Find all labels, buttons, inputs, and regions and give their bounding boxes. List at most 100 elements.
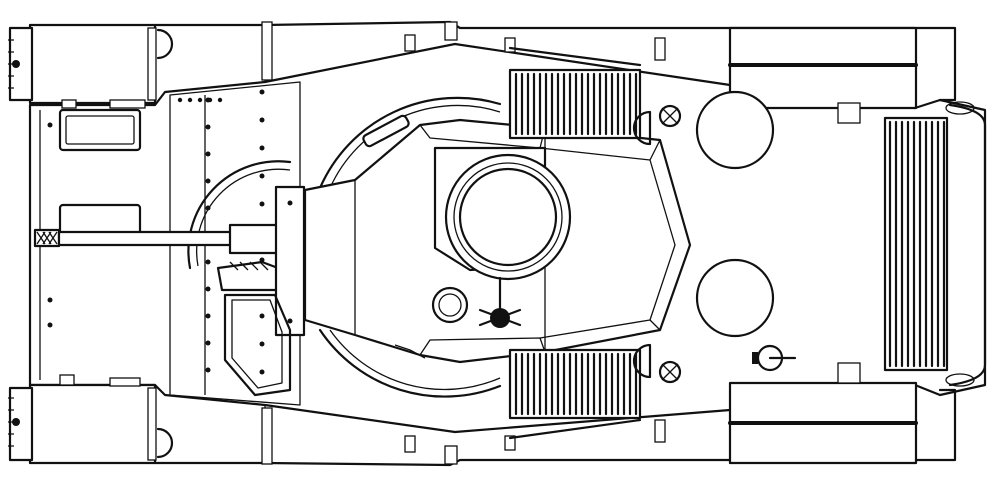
tow-bracket-1 — [404, 34, 416, 52]
front-bracket-bottom — [837, 362, 861, 384]
fender-light-top — [156, 28, 174, 60]
rear-rivet-3 — [47, 322, 53, 328]
front-tow-eye-top — [945, 101, 975, 115]
exhaust-assembly — [223, 293, 292, 397]
driver-hatch-top — [695, 90, 775, 170]
deck-rivet — [205, 124, 211, 130]
front-glacis-curve — [948, 103, 987, 387]
hull — [28, 42, 987, 434]
muzzle-brake-hatching — [36, 231, 58, 245]
cupola-hatch — [458, 167, 558, 267]
left-bottom-fender — [28, 381, 957, 467]
hub-bottom-cap — [12, 418, 20, 426]
rear-latch-3 — [109, 377, 141, 387]
hub-bottom-bolts — [8, 397, 14, 447]
mantlet-bolt-bottom — [287, 318, 293, 324]
fender-rear-box-bottom — [28, 383, 157, 465]
louvre-bottom-slats — [514, 352, 638, 416]
track-guard-top-clamp-2 — [444, 21, 458, 41]
rear-latch-2 — [59, 374, 75, 386]
louvres-top — [508, 68, 642, 140]
commander-cupola — [433, 146, 572, 281]
deck-rivet — [259, 313, 265, 319]
deck-rivet — [205, 313, 211, 319]
deck-rivet — [259, 117, 265, 123]
front-hull — [404, 34, 861, 453]
hull-outline — [28, 42, 987, 434]
deck-rivet — [259, 341, 265, 347]
rear-hatches — [47, 99, 146, 387]
track-guard-bottom-clamp-1 — [261, 407, 273, 465]
vision-port-bottom — [394, 344, 426, 359]
track-guard-top-clamp-1 — [261, 21, 273, 81]
antenna-mount-bottom-cross — [661, 363, 679, 381]
exhaust-pipe-inner — [231, 299, 283, 389]
track-guard-top-box — [728, 26, 918, 110]
rear-latch-1 — [61, 99, 77, 109]
vent-cross — [478, 308, 522, 327]
periscope-inner — [438, 293, 462, 317]
periscope-outer — [431, 286, 469, 324]
exhaust-pipe — [223, 293, 292, 397]
travel-lock-hatching — [229, 261, 269, 271]
semicircle-top — [632, 110, 652, 146]
fender-rear-lip-bottom — [147, 387, 157, 461]
gun-barrel — [57, 230, 236, 247]
front-fender-top — [914, 26, 957, 102]
gun-mantlet-collar — [228, 223, 280, 255]
deck-rivet — [259, 369, 265, 375]
fender-rear-box-top — [28, 23, 157, 105]
deck-rivet — [259, 89, 265, 95]
driver-hatch-bottom — [695, 258, 775, 338]
turret-ring-arc-bottom — [318, 328, 502, 398]
hub-bottom-body — [8, 386, 34, 462]
tow-bracket-5 — [654, 419, 666, 443]
rear-hatch-1-inner — [65, 115, 135, 145]
deck-rivet — [259, 201, 265, 207]
tow-bracket-3 — [504, 37, 516, 53]
rear-hub-bottom — [8, 386, 34, 462]
rear-hatch-1 — [58, 108, 142, 152]
front-grille — [883, 101, 987, 387]
turret-front-bevel — [539, 147, 651, 339]
deck-rivet — [205, 151, 211, 157]
rear-hatch-3 — [109, 99, 146, 109]
deck-rivet — [177, 97, 183, 103]
louvre-top-slats — [514, 72, 638, 136]
tow-bracket-4 — [404, 435, 416, 453]
fender-rear-lip-top — [147, 27, 157, 101]
hub-top-cap — [12, 60, 20, 68]
track-guard-bottom-clamp-2 — [444, 445, 458, 465]
deck-rivet — [217, 97, 223, 103]
deck-rivet — [187, 97, 193, 103]
front-bracket-top — [837, 102, 861, 124]
semicircle-bottom — [632, 343, 652, 379]
turret-vent — [478, 276, 522, 328]
deck-rivet — [205, 259, 211, 265]
rear-rivet-2 — [47, 297, 53, 303]
antenna-mount-top-cross — [661, 107, 679, 125]
rear-rivet-1 — [47, 122, 53, 128]
turret — [303, 96, 692, 398]
loader-periscope — [431, 286, 469, 324]
fender-light-bottom — [156, 427, 174, 459]
front-grille-slats — [888, 120, 946, 368]
left-top-fender — [28, 20, 957, 110]
deck-rivet — [197, 97, 203, 103]
deck-rivet — [207, 97, 213, 103]
front-tow-eye-bottom — [945, 373, 975, 387]
deck-rivet — [205, 178, 211, 184]
turret-ring-arc-top — [318, 96, 502, 190]
vision-port-top — [362, 114, 410, 148]
cupola-mid-ring — [453, 162, 563, 272]
rear-hub-top — [8, 26, 34, 102]
deck-rivet — [259, 145, 265, 151]
turret-ring-arc-bottom-inner — [329, 329, 501, 391]
front-fender-bottom — [914, 388, 957, 462]
hub-top-bolts — [8, 39, 14, 89]
tow-bracket-6 — [504, 435, 516, 451]
tool-bar-bottom — [508, 418, 642, 440]
fuel-cap-tab — [752, 352, 758, 364]
travel-lock-bracket — [216, 260, 280, 292]
